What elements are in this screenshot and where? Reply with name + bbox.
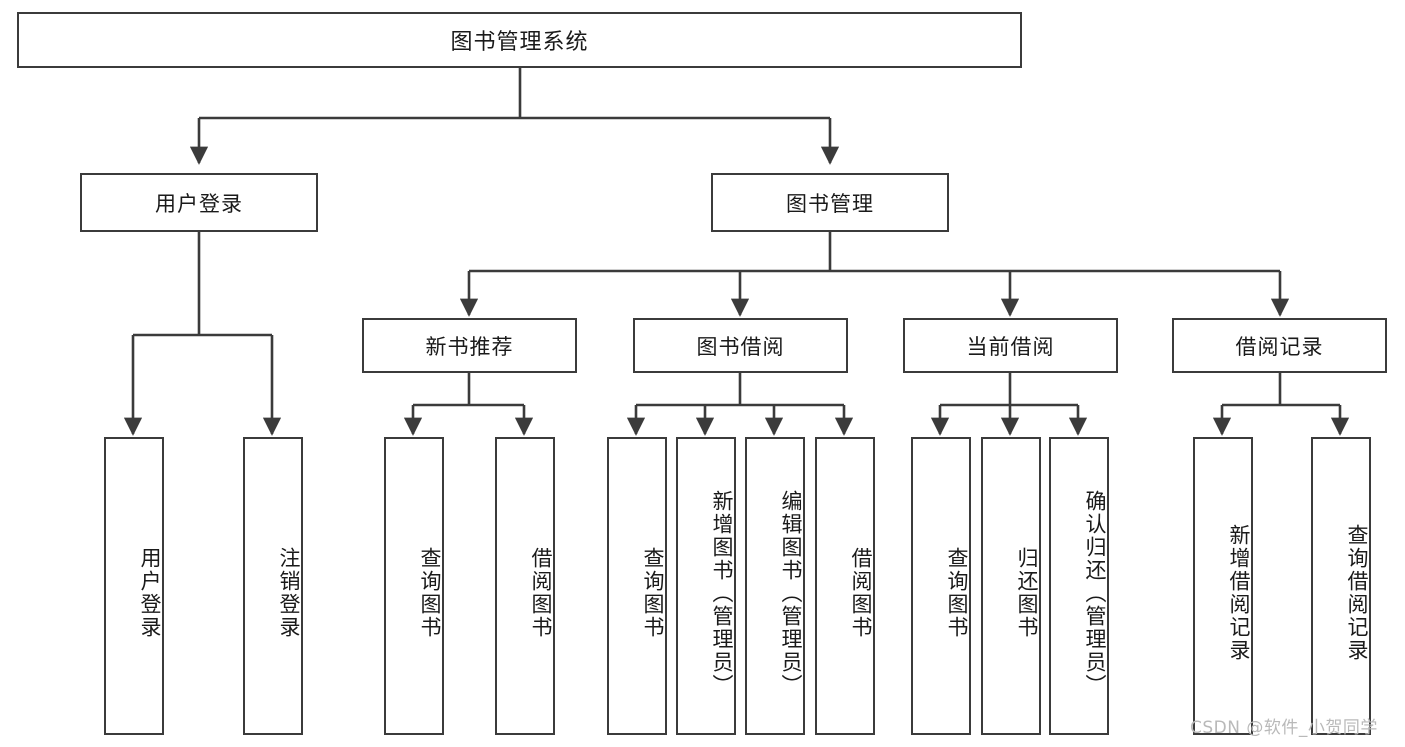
leaf-user-login[interactable]: 用户登录 <box>104 437 164 735</box>
leaf-add-borrow-record[interactable]: 新增借阅记录 <box>1193 437 1253 735</box>
leaf-query-book-recommend[interactable]: 查询图书 <box>384 437 444 735</box>
node-root-system[interactable]: 图书管理系统 <box>17 12 1022 68</box>
node-borrow-record[interactable]: 借阅记录 <box>1172 318 1387 373</box>
node-user-login[interactable]: 用户登录 <box>80 173 318 232</box>
leaf-borrow-book-recommend[interactable]: 借阅图书 <box>495 437 555 735</box>
leaf-add-book-admin[interactable]: 新增图书（管理员） <box>676 437 736 735</box>
leaf-query-book-borrow[interactable]: 查询图书 <box>607 437 667 735</box>
node-book-management[interactable]: 图书管理 <box>711 173 949 232</box>
leaf-return-book[interactable]: 归还图书 <box>981 437 1041 735</box>
leaf-borrow-book[interactable]: 借阅图书 <box>815 437 875 735</box>
node-current-borrow[interactable]: 当前借阅 <box>903 318 1118 373</box>
leaf-query-book-current[interactable]: 查询图书 <box>911 437 971 735</box>
leaf-confirm-return-admin[interactable]: 确认归还（管理员） <box>1049 437 1109 735</box>
node-new-book-recommend[interactable]: 新书推荐 <box>362 318 577 373</box>
leaf-user-logout[interactable]: 注销登录 <box>243 437 303 735</box>
leaf-query-borrow-record[interactable]: 查询借阅记录 <box>1311 437 1371 735</box>
node-book-borrow[interactable]: 图书借阅 <box>633 318 848 373</box>
watermark-text: CSDN @软件_小贺同学 <box>1190 718 1378 738</box>
leaf-edit-book-admin[interactable]: 编辑图书（管理员） <box>745 437 805 735</box>
